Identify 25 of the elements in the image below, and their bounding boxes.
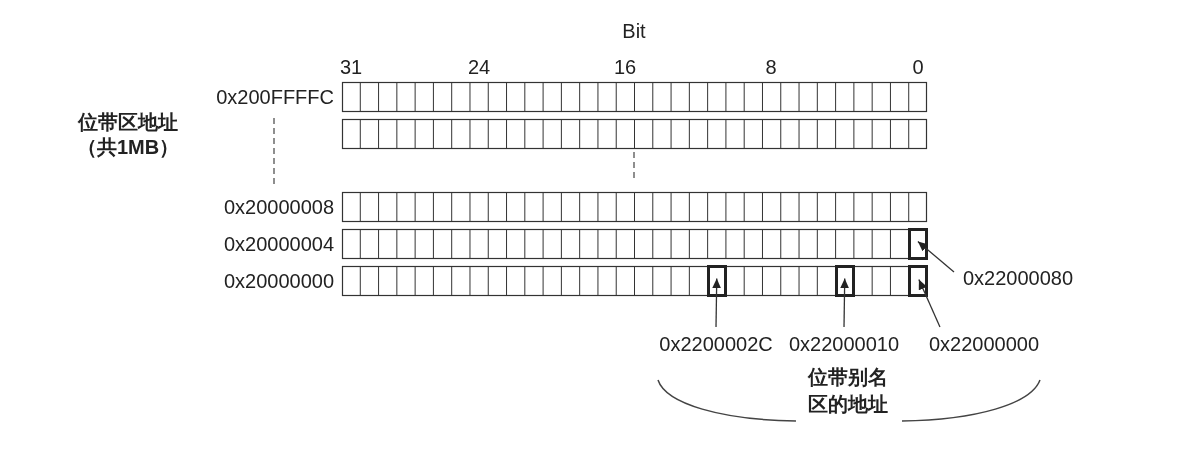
address-label: 0x22000000 [928, 332, 1040, 356]
bit-number: 24 [467, 55, 491, 79]
bit-number: 16 [613, 55, 637, 79]
leader-arrow [712, 277, 722, 328]
memory-word-row [342, 119, 927, 149]
address-label: 0x20000004 [223, 232, 334, 256]
address-label: 0x22000080 [963, 266, 1074, 290]
highlighted-bit-cell [706, 265, 727, 297]
address-label: 0x22000010 [788, 332, 900, 356]
axis-title: Bit [622, 19, 646, 43]
address-label: 0x20000008 [223, 195, 334, 219]
address-label: 0x2200002C [659, 332, 773, 356]
leader-arrow [840, 277, 850, 328]
bit-number: 8 [765, 55, 777, 79]
bit-number: 31 [339, 55, 363, 79]
bit-number: 0 [912, 55, 924, 79]
region-label: 位带区地址（共1MB） [75, 110, 181, 160]
highlighted-bit-cell [907, 228, 928, 260]
highlighted-bit-cell [907, 265, 928, 297]
region-label: 位带别名区的地址 [807, 365, 889, 417]
leader-arrow [917, 240, 955, 273]
address-label: 0x200FFFFC [216, 85, 334, 109]
highlighted-bit-cell [834, 265, 855, 297]
address-label: 0x20000000 [223, 269, 334, 293]
leader-arrow [918, 278, 941, 328]
